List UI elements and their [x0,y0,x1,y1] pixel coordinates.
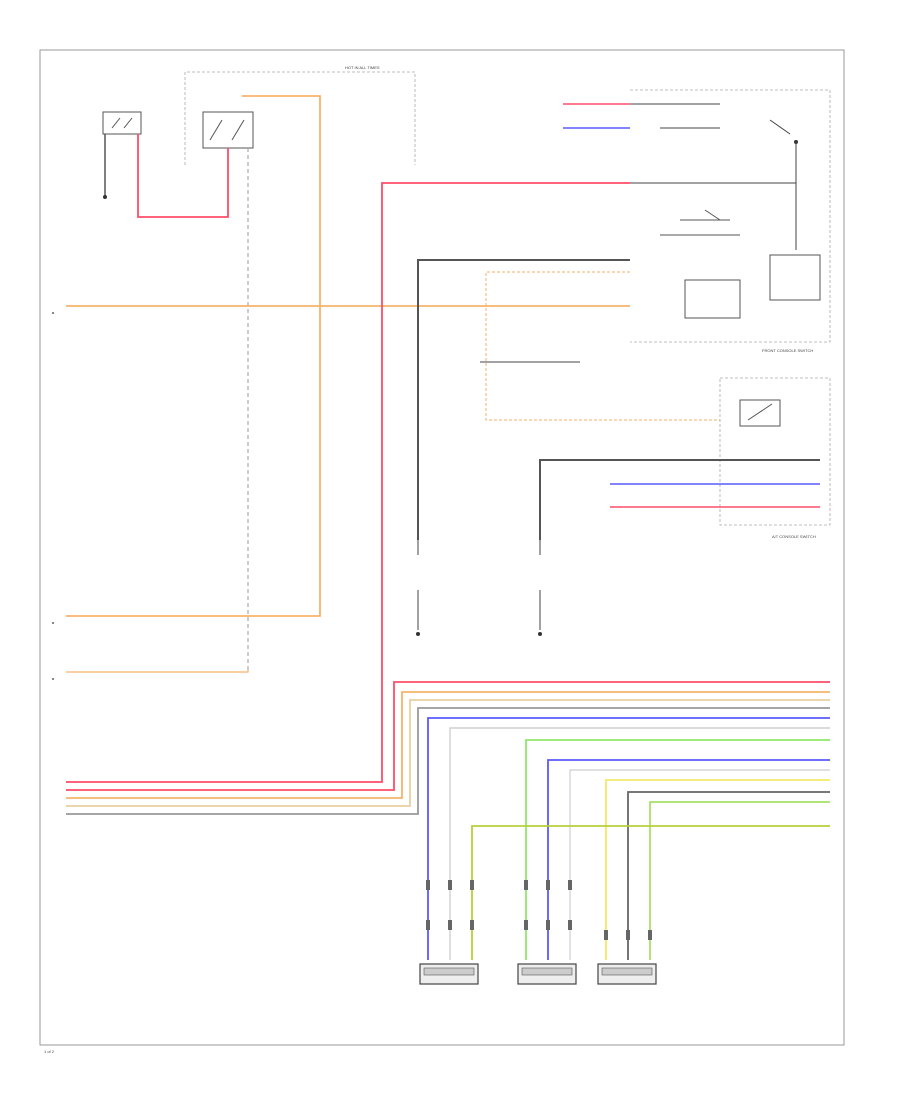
connector-middle [517,963,577,985]
diagram-frame [39,49,845,1046]
bus-blue-mid [547,759,830,960]
connector-right [597,963,657,985]
bus-lightgray [449,727,830,960]
ground-connector-right [538,540,542,636]
bus-olive-green [649,801,830,960]
rear-switch-contact [739,399,781,427]
ground-node [103,195,107,199]
hot-bracket-label: HOT IN ALL TIMES [345,65,380,70]
front-switch-box [769,254,821,301]
bus-olive [471,825,830,960]
bus-tan [66,699,830,807]
bus-yellow [605,779,830,960]
front-switch-label: FRONT CONSOLE SWITCH [762,348,813,353]
left-edge-ticks [52,312,54,680]
ground-connector-left [416,540,420,636]
fuse-box-component [102,111,142,135]
front-switch-box-lower [684,279,741,319]
wire-segment-markers [426,880,652,940]
red-wire-main [66,182,630,783]
dark-wire-rear [539,459,820,540]
orange-wire-relay [66,95,321,617]
tan-wire-lower-left [66,670,249,673]
rear-switch-label: A/T CONSOLE SWITCH [772,534,816,539]
relay-component [202,111,254,149]
page-mark: 1 of 2 [44,1049,55,1054]
connector-left [419,963,479,985]
switch-contact-1 [769,119,791,135]
front-switch-bracket [630,89,831,343]
bus-gray [66,707,830,815]
bus-orange-1 [66,691,830,799]
hot-bracket [184,71,416,165]
bus-lightgray-2 [569,769,830,960]
rear-switch-bracket [719,377,831,526]
red-wire-fuse-relay [137,134,229,218]
bus-darkgray [627,791,830,960]
orange-dashed-wire-front [485,271,720,421]
bus-blue-left [427,717,830,960]
front-switch-inner [660,209,740,236]
bus-red [66,681,830,791]
dark-wire-front [417,259,630,540]
